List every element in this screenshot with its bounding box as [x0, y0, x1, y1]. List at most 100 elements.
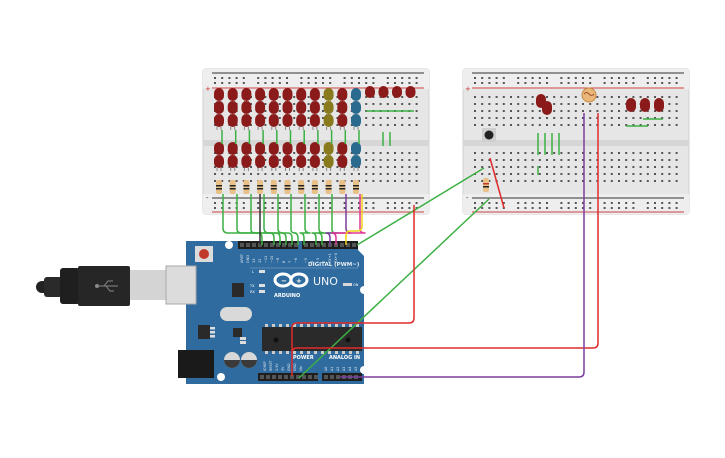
header-pin[interactable] [330, 375, 334, 379]
breadboard-hole[interactable] [264, 152, 267, 154]
rail-hole[interactable] [365, 82, 368, 84]
breadboard-hole[interactable] [372, 103, 375, 105]
breadboard-hole[interactable] [495, 173, 498, 175]
breadboard-hole[interactable] [524, 96, 527, 98]
rail-hole[interactable] [481, 207, 484, 209]
breadboard-hole[interactable] [510, 103, 512, 105]
breadboard-hole[interactable] [386, 159, 389, 161]
breadboard-hole[interactable] [314, 173, 317, 175]
rail-hole[interactable] [372, 77, 375, 79]
breadboard-hole[interactable] [322, 103, 324, 105]
rail-hole[interactable] [264, 202, 267, 204]
rail-hole[interactable] [235, 82, 238, 84]
rail-hole[interactable] [646, 202, 649, 204]
breadboard-hole[interactable] [394, 180, 396, 182]
rail-hole[interactable] [271, 77, 274, 79]
rail-hole[interactable] [560, 82, 563, 84]
breadboard-hole[interactable] [307, 173, 310, 175]
breadboard-hole[interactable] [603, 159, 606, 161]
rail-hole[interactable] [307, 82, 310, 84]
rail-hole[interactable] [661, 207, 664, 209]
rail-hole[interactable] [589, 207, 592, 209]
breadboard-hole[interactable] [379, 180, 382, 182]
breadboard-hole[interactable] [278, 152, 281, 154]
breadboard-hole[interactable] [574, 103, 577, 105]
breadboard-hole[interactable] [603, 117, 606, 119]
breadboard-hole[interactable] [250, 152, 252, 154]
breadboard-hole[interactable] [481, 103, 484, 105]
breadboard-hole[interactable] [531, 110, 534, 112]
breadboard-hole[interactable] [386, 152, 389, 154]
breadboard-hole[interactable] [415, 96, 418, 98]
breadboard-hole[interactable] [675, 117, 678, 119]
breadboard-hole[interactable] [293, 173, 296, 175]
breadboard-hole[interactable] [668, 110, 671, 112]
breadboard-hole[interactable] [415, 159, 418, 161]
rail-hole[interactable] [610, 77, 613, 79]
breadboard-hole[interactable] [474, 124, 476, 126]
header-pin[interactable] [246, 243, 250, 247]
breadboard-hole[interactable] [675, 103, 678, 105]
breadboard-hole[interactable] [502, 96, 505, 98]
led[interactable] [282, 114, 293, 130]
breadboard-hole[interactable] [372, 173, 375, 175]
breadboard-hole[interactable] [589, 180, 592, 182]
rail-hole[interactable] [257, 202, 260, 204]
breadboard-hole[interactable] [646, 159, 649, 161]
header-pin[interactable] [240, 243, 244, 247]
rail-hole[interactable] [257, 207, 260, 209]
led[interactable] [282, 155, 293, 171]
rail-hole[interactable] [675, 77, 678, 79]
breadboard-hole[interactable] [336, 166, 339, 168]
breadboard-hole[interactable] [517, 96, 520, 98]
rail-hole[interactable] [242, 202, 245, 204]
breadboard-hole[interactable] [574, 117, 577, 119]
rail-hole[interactable] [502, 77, 505, 79]
breadboard-hole[interactable] [517, 173, 520, 175]
header-pin[interactable] [260, 375, 264, 379]
breadboard-hole[interactable] [625, 117, 628, 119]
breadboard-hole[interactable] [553, 159, 556, 161]
rail-hole[interactable] [531, 207, 534, 209]
wire[interactable] [290, 194, 299, 245]
breadboard-hole[interactable] [538, 173, 541, 175]
rail-hole[interactable] [286, 82, 288, 84]
breadboard-hole[interactable] [379, 166, 382, 168]
rail-hole[interactable] [560, 202, 563, 204]
rail-hole[interactable] [546, 82, 548, 84]
rail-hole[interactable] [567, 77, 570, 79]
breadboard-hole[interactable] [668, 96, 671, 98]
rail-hole[interactable] [654, 207, 656, 209]
rail-hole[interactable] [300, 207, 303, 209]
led[interactable] [392, 86, 402, 98]
breadboard-hole[interactable] [632, 180, 635, 182]
breadboard-hole[interactable] [415, 124, 418, 126]
breadboard-hole[interactable] [322, 117, 324, 119]
breadboard-hole[interactable] [654, 117, 656, 119]
breadboard-hole[interactable] [661, 159, 664, 161]
resistor[interactable] [270, 180, 277, 194]
rail-hole[interactable] [632, 202, 635, 204]
rail-hole[interactable] [214, 82, 216, 84]
resistor[interactable] [483, 178, 489, 192]
breadboard-hole[interactable] [250, 103, 252, 105]
rail-hole[interactable] [495, 202, 498, 204]
led[interactable] [323, 114, 334, 130]
breadboard-hole[interactable] [350, 152, 353, 154]
breadboard-hole[interactable] [379, 152, 382, 154]
header-pin[interactable] [270, 243, 274, 247]
led[interactable] [227, 155, 238, 171]
rail-hole[interactable] [415, 77, 418, 79]
rail-hole[interactable] [546, 202, 548, 204]
breadboard-hole[interactable] [386, 124, 389, 126]
rail-hole[interactable] [524, 82, 527, 84]
rail-hole[interactable] [502, 82, 505, 84]
resistor[interactable] [298, 180, 305, 194]
breadboard-hole[interactable] [293, 180, 296, 182]
rail-hole[interactable] [675, 82, 678, 84]
breadboard-hole[interactable] [474, 166, 476, 168]
rail-hole[interactable] [401, 207, 404, 209]
rail-hole[interactable] [271, 202, 274, 204]
breadboard-hole[interactable] [365, 180, 368, 182]
breadboard-hole[interactable] [582, 173, 584, 175]
